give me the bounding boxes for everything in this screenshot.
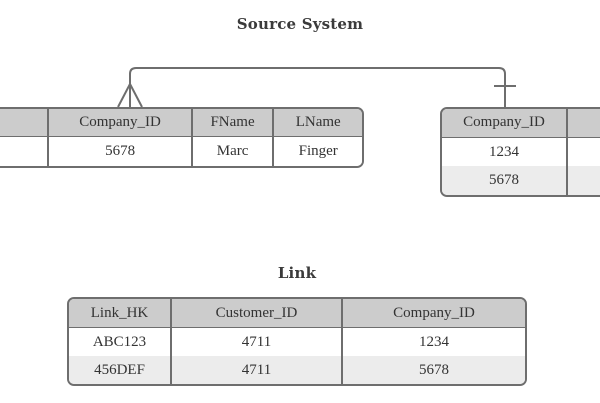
cell-company-id: 5678 [489,172,519,189]
cell-company-id: 5678 [47,137,190,166]
column-header-lname: LName [272,109,362,137]
cell-company-id: 5678 [341,356,525,384]
column-header-clipped [566,109,600,137]
column-header-link-hk: Link_HK [90,304,149,321]
cell-lname: Finger [272,137,362,166]
table-header-row: Company_ID [442,109,600,138]
table-header-row: _ID Company_ID FName LName [0,109,362,138]
cell-fname: Marc [190,137,273,166]
table-header-row: Link_HK Customer_ID Company_ID [69,299,525,328]
column-header-company-id: Company_ID [341,299,525,327]
crows-foot-many-marker [117,83,143,108]
column-header-company-id: Company_ID [463,114,545,131]
table-row[interactable]: 5678 S [442,166,600,195]
company-table[interactable]: Company_ID 1234 Any 5678 S [440,107,600,197]
cell-customer-id: 4711 [170,328,341,356]
column-header-company-id: Company_ID [47,109,190,137]
table-row[interactable]: 5678 Marc Finger [0,137,362,166]
table-row[interactable]: 456DEF 4711 5678 [69,356,525,384]
cell-company-id: 1234 [489,143,519,160]
section-title-link: Link [277,264,317,282]
section-title-source-system: Source System [236,15,364,33]
cell-company-name: S [566,166,600,195]
table-row[interactable]: ABC123 4711 1234 [69,328,525,356]
cell-link-hk: 456DEF [94,361,145,378]
cell-company-id: 1234 [341,328,525,356]
cell-link-hk: ABC123 [92,333,147,350]
cell-customer-id [0,137,47,166]
column-header-customer-id: _ID [0,109,47,136]
column-header-customer-id: Customer_ID [170,299,341,327]
relationship-line [129,67,506,107]
table-row[interactable]: 1234 Any [442,137,600,167]
cell-company-name: Any [566,137,600,167]
cell-customer-id: 4711 [170,356,341,384]
link-table[interactable]: Link_HK Customer_ID Company_ID ABC123 47… [67,297,527,386]
customer-table[interactable]: _ID Company_ID FName LName 5678 Marc Fin… [0,107,364,168]
column-header-fname: FName [190,109,273,137]
